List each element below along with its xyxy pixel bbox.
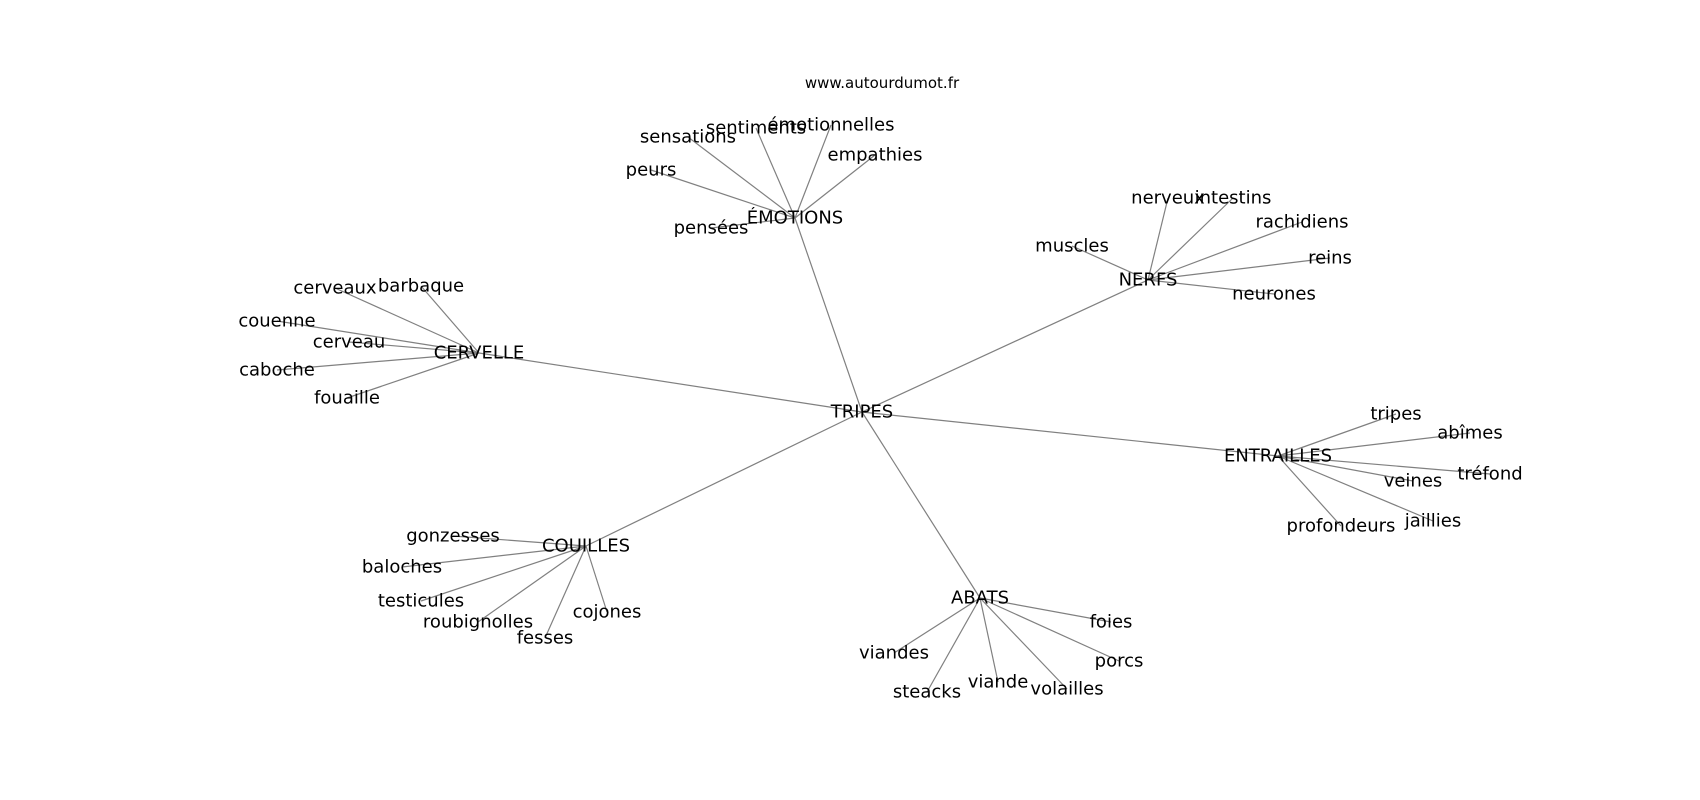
graph-edge <box>1277 455 1491 475</box>
graph-edge <box>893 597 981 654</box>
leaf-node-label: testicules <box>378 591 464 612</box>
graph-edge <box>861 279 1149 413</box>
leaf-node-label: reins <box>1308 248 1352 269</box>
graph-edge <box>276 320 480 354</box>
graph-edge <box>478 352 863 413</box>
hub-node-label: COUILLES <box>542 536 630 557</box>
graph-edge <box>794 217 863 413</box>
graph-edge <box>1147 221 1303 281</box>
leaf-node-label: sensations <box>640 127 736 148</box>
graph-edge <box>452 535 587 547</box>
graph-edge <box>334 287 480 354</box>
leaf-node-label: caboche <box>239 360 315 381</box>
graph-edge <box>1147 197 1234 281</box>
graph-edge <box>926 597 981 693</box>
graph-edge <box>1277 455 1434 522</box>
graph-edge <box>544 545 587 639</box>
graph-edge <box>979 597 1068 690</box>
graph-edge <box>794 124 832 219</box>
leaf-node-label: neurones <box>1232 284 1316 305</box>
source-url: www.autourdumot.fr <box>805 74 960 92</box>
leaf-node-label: roubignolles <box>423 612 533 633</box>
leaf-node-label: fouaille <box>314 388 380 409</box>
center-node-label: TRIPES <box>830 402 893 423</box>
graph-edge <box>348 341 480 354</box>
graph-edge <box>861 411 1279 457</box>
graph-edge <box>979 597 1120 662</box>
graph-edge <box>585 411 863 547</box>
leaf-node-label: abîmes <box>1437 423 1502 444</box>
leaf-node-label: nerveux <box>1131 188 1205 209</box>
graph-edge <box>477 545 587 623</box>
graph-edge <box>585 545 608 613</box>
graph-edge <box>861 411 981 599</box>
hub-node-label: CERVELLE <box>434 343 525 364</box>
leaf-node-label: empathies <box>828 145 923 166</box>
leaf-node-label: cerveau <box>313 332 386 353</box>
graph-edge <box>1277 455 1342 527</box>
leaf-node-label: cerveaux <box>293 278 377 299</box>
leaf-node-label: émotionnelles <box>767 115 894 136</box>
graph-edge <box>1277 413 1397 457</box>
graph-edge <box>1071 245 1149 281</box>
graph-edge <box>401 545 587 568</box>
leaf-node-label: sentiments <box>706 118 806 139</box>
hub-node-label: ENTRAILLES <box>1224 446 1332 467</box>
leaf-node-label: baloches <box>362 557 442 578</box>
leaf-node-label: muscles <box>1035 236 1109 257</box>
graph-edge <box>1147 197 1169 281</box>
leaf-node-label: intestins <box>1195 188 1272 209</box>
leaf-node-label: peurs <box>626 160 677 181</box>
leaf-node-label: viandes <box>859 643 929 664</box>
leaf-node-label: volailles <box>1030 679 1103 700</box>
graph-edge <box>794 154 876 219</box>
leaf-node-label: cojones <box>573 602 642 623</box>
leaf-node-label: tréfond <box>1457 464 1522 485</box>
leaf-node-label: barbaque <box>378 276 464 297</box>
graph-edge <box>1147 257 1331 281</box>
leaf-node-label: tripes <box>1370 404 1421 425</box>
graph-edge <box>1277 432 1471 457</box>
leaf-node-label: profondeurs <box>1287 516 1396 537</box>
hub-node-label: NERFS <box>1119 270 1178 291</box>
leaf-node-label: gonzesses <box>406 526 500 547</box>
graph-edge <box>1147 279 1275 295</box>
graph-edge <box>420 285 480 354</box>
leaf-node-label: porcs <box>1095 651 1144 672</box>
graph-edges <box>276 124 1491 693</box>
leaf-node-label: fesses <box>517 628 574 649</box>
graph-edge <box>420 545 587 602</box>
graph-edge <box>276 352 480 371</box>
graph-edge <box>687 136 796 219</box>
graph-edge <box>650 169 796 219</box>
leaf-node-label: couenne <box>238 311 315 332</box>
leaf-node-label: foies <box>1090 612 1133 633</box>
graph-edge <box>346 352 480 399</box>
graph-edge <box>979 597 999 683</box>
hub-node-label: ÉMOTIONS <box>747 207 843 229</box>
graph-edge <box>755 127 796 219</box>
leaf-node-label: steacks <box>893 682 961 703</box>
hub-node-label: ABATS <box>951 588 1009 609</box>
graph-edge <box>979 597 1112 623</box>
leaf-node-label: pensées <box>674 218 749 239</box>
graph-edge <box>1277 455 1414 482</box>
graph-edge <box>710 217 796 229</box>
leaf-node-label: rachidiens <box>1255 212 1348 233</box>
leaf-node-label: jaillies <box>1404 511 1462 532</box>
leaf-node-label: veines <box>1384 471 1443 492</box>
leaf-node-label: viande <box>968 672 1029 693</box>
